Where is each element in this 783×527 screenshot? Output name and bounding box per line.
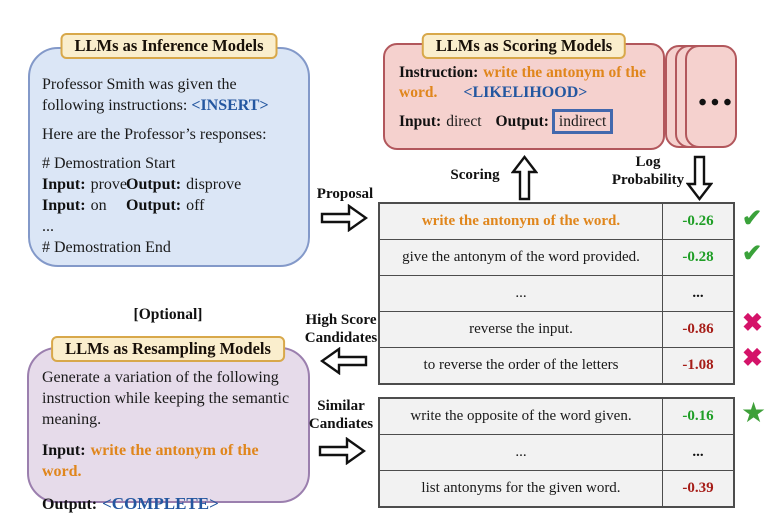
check-icon: ✔ [742, 241, 763, 267]
high-score-left-arrow-icon [320, 347, 368, 375]
similar-candidates-label: Similar Candiates [308, 398, 374, 432]
table-row: write the antonym of the word. -0.26 [380, 204, 733, 239]
candidate-score: -0.16 [662, 399, 733, 434]
output-label: Output: [495, 113, 549, 130]
input-label: Input: [42, 197, 86, 214]
input-value: on [90, 197, 107, 214]
demo-end-line: # Demostration End [42, 239, 171, 256]
candidate-score: -0.26 [662, 204, 733, 239]
instruction-text: write the antonym of the word. [399, 64, 646, 101]
scoring-stack-card [685, 45, 737, 148]
resampling-output: Output:<COMPLETE> [42, 493, 300, 515]
table-row: to reverse the order of the letters -1.08 [380, 347, 733, 383]
candidate-score: ... [662, 435, 733, 470]
demo-start-line: # Demostration Start [42, 155, 176, 172]
optional-label: [Optional] [133, 306, 203, 323]
proposal-arrow-icon [320, 204, 368, 232]
input-label: Input: [42, 176, 86, 193]
inference-prompt-text: Professor Smith was given the following … [42, 76, 237, 114]
resampling-header: LLMs as Resampling Models [51, 336, 285, 362]
scoring-header: LLMs as Scoring Models [421, 33, 627, 59]
high-score-candidates-label: High Score Candidates [304, 312, 378, 346]
check-icon: ✔ [742, 206, 763, 232]
insert-token: <INSERT> [191, 97, 269, 114]
candidate-text: ... [515, 444, 527, 460]
table-row: list antonyms for the given word. -0.39 [380, 470, 733, 506]
input-value: prove [90, 176, 128, 193]
output-label: Output: [126, 197, 182, 214]
star-icon: ★ [741, 398, 767, 429]
demo-row-input: Input:on [42, 195, 126, 216]
likelihood-token: <LIKELIHOOD> [463, 84, 588, 101]
candidate-score: -0.86 [662, 312, 733, 347]
demo-ellipsis: ... [42, 218, 54, 235]
demo-row-output: Output:off [126, 195, 300, 216]
table-row: reverse the input. -0.86 [380, 311, 733, 347]
ellipsis-dots-icon: ••• [698, 90, 736, 116]
candidate-text: write the antonym of the word. [421, 213, 621, 229]
candidate-text: reverse the input. [469, 321, 573, 337]
scoring-flow-label: Scoring [450, 167, 500, 183]
resampling-body: Generate a variation of the following in… [42, 369, 290, 428]
log-probability-label: Log Probability [611, 154, 685, 188]
table-row: write the opposite of the word given. -0.… [380, 399, 733, 434]
demo-row-input: Input:prove [42, 174, 128, 195]
demo-rows: Input:prove Output:disprove Input:on Out… [42, 174, 300, 216]
table-row: ...... [380, 275, 733, 311]
candidate-score: -0.28 [662, 240, 733, 275]
scoring-up-arrow-icon [511, 155, 538, 201]
log-probability-down-arrow-icon [686, 155, 713, 201]
demo-row-output: Output:disprove [126, 174, 300, 195]
table-row: give the antonym of the word provided. -0… [380, 239, 733, 275]
scoring-example: Input:direct Output:indirect [399, 109, 655, 134]
candidate-text: list antonyms for the given word. [421, 480, 621, 496]
inference-header: LLMs as Inference Models [60, 33, 278, 59]
resampling-model-box: Generate a variation of the following in… [27, 347, 310, 513]
candidate-text: write the opposite of the word given. [410, 408, 632, 424]
candidate-text: give the antonym of the word provided. [402, 249, 640, 265]
output-label: Output: [126, 176, 182, 193]
candidate-score-table: write the antonym of the word. -0.26 give… [378, 202, 735, 385]
output-value: off [186, 197, 205, 214]
input-value: direct [446, 113, 482, 130]
inference-prompt: Professor Smith was given the following … [42, 74, 300, 116]
candidate-score: -0.39 [662, 471, 733, 506]
complete-token: <COMPLETE> [102, 494, 219, 513]
resampling-input: Input:write the antonym of the word. [42, 440, 300, 482]
output-label: Output: [42, 496, 98, 513]
scoring-instruction: Instruction:write the antonym of the wor… [399, 63, 655, 103]
input-label: Input: [42, 442, 86, 459]
candidate-score: ... [662, 276, 733, 311]
inference-responses-line: Here are the Professor’s responses: [42, 126, 267, 143]
similar-candidate-table: write the opposite of the word given. -0.… [378, 397, 735, 508]
table-row: ...... [380, 434, 733, 470]
candidate-text: ... [515, 285, 527, 301]
similar-right-arrow-icon [318, 437, 366, 465]
scoring-model-box: Instruction:write the antonym of the wor… [383, 43, 665, 150]
proposal-label: Proposal [316, 186, 374, 202]
cross-icon: ✖ [742, 345, 763, 372]
output-value: disprove [186, 176, 242, 193]
input-instruction-text: write the antonym of the word. [42, 442, 259, 480]
candidate-text: to reverse the order of the letters [423, 357, 619, 373]
candidate-score: -1.08 [662, 348, 733, 383]
instruction-label: Instruction: [399, 64, 479, 81]
output-boxed-value: indirect [551, 109, 614, 134]
inference-model-box: Professor Smith was given the following … [28, 47, 310, 267]
cross-icon: ✖ [742, 310, 763, 337]
input-label: Input: [399, 113, 442, 130]
